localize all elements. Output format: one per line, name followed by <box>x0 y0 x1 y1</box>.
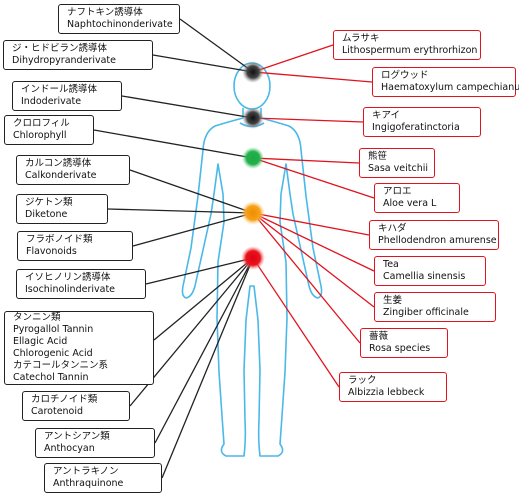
box-label-en: Phellodendron amurense <box>378 235 497 246</box>
box-label-en: Rosa species <box>369 343 431 354</box>
box-label-jp: ジ・ヒドビラン誘導体 <box>12 43 108 55</box>
connector-line-black <box>121 95 254 119</box>
connector-line-red <box>252 212 370 236</box>
left-box-dihydropyran: ジ・ヒドビラン誘導体 Dihydropyranderivate <box>3 40 153 70</box>
box-label-jp: 熊笹 <box>368 151 388 163</box>
box-label-en: Anthraquinone <box>53 478 124 489</box>
box-label-en: Aloe vera L <box>383 198 437 209</box>
box-label-jp: カルコン誘導体 <box>25 158 92 170</box>
left-box-chlorophyll: クロロフィル Chlorophyll <box>4 115 94 145</box>
right-box-aloe: アロエ Aloe vera L <box>374 183 460 213</box>
box-label-jp: ログウッド <box>381 70 429 82</box>
box-label-en: Isochinolinderivate <box>25 284 116 295</box>
box-label-jp: アントシアン類 <box>44 431 110 443</box>
box-label-jp: インドール誘導体 <box>21 84 98 96</box>
box-label-en: Catechol Tannin <box>13 371 89 383</box>
connector-line-black <box>152 54 254 73</box>
left-box-isochinolin: イソヒノリン誘導体 Isochinolinderivate <box>16 269 146 299</box>
connector-line-red <box>252 212 375 308</box>
right-box-kihada: キハダ Phellodendron amurense <box>369 220 499 250</box>
connector-line-red <box>252 117 364 123</box>
box-label-en: Flavonoids <box>26 246 77 257</box>
box-label-en: Tea <box>383 259 399 271</box>
right-box-kiai: キアイ Ingigoferatinctoria <box>363 107 481 137</box>
right-box-kumazasa: 熊笹 Sasa veitchii <box>359 148 435 178</box>
connector-line-black <box>129 169 254 214</box>
connector-line-black <box>145 257 254 285</box>
box-label-jp: ジケトン類 <box>25 197 73 209</box>
body-silhouette <box>181 108 323 457</box>
box-label-jp: イソヒノリン誘導体 <box>25 272 111 284</box>
box-label-en: Naphtochinonderivate <box>67 19 173 30</box>
box-label-jp: ムラサキ <box>342 33 380 45</box>
left-box-anthraquinone: アントラキノン Anthraquinone <box>44 463 162 493</box>
left-box-flavonoids: フラボノイド類 Flavonoids <box>17 231 133 261</box>
left-box-anthocyan: アントシアン類 Anthocyan <box>35 428 155 458</box>
connector-line-black <box>179 18 254 73</box>
box-label-en: Calkonderivate <box>25 170 97 181</box>
box-label-en: Chlorogenic Acid <box>13 348 93 359</box>
connector-line-red <box>252 212 361 344</box>
box-label-en: Dihydropyranderivate <box>12 55 116 66</box>
left-box-naphtochinon: ナフトキン誘導体 Naphtochinonderivate <box>58 4 180 34</box>
connector-line-red <box>252 44 334 73</box>
dot-black-head <box>242 61 264 83</box>
dot-red-lower <box>241 246 265 270</box>
connector-line-black <box>161 257 254 479</box>
left-box-carotenoid: カロチノイド類 Carotenoid <box>22 391 130 421</box>
box-label-en: Pyrogallol Tannin <box>13 324 94 336</box>
box-label-jp: フラボノイド類 <box>26 234 93 246</box>
box-label-en: Albizzia lebbeck <box>348 387 425 398</box>
box-label-jp: カテコールタンニン系 <box>13 359 109 371</box>
box-label-en: Sasa veitchii <box>368 163 428 174</box>
connector-line-black <box>154 257 254 444</box>
right-box-shoga: 生姜 Zingiber officinale <box>374 292 496 322</box>
dot-orange-belly <box>241 201 265 225</box>
box-label-jp: クロロフィル <box>13 118 70 130</box>
box-label-jp: キアイ <box>372 110 401 122</box>
left-box-diketone: ジケトン類 Diketone <box>16 194 108 224</box>
box-label-en: Carotenoid <box>31 406 84 417</box>
right-box-bara: 薔薇 Rosa species <box>360 328 448 358</box>
box-label-jp: アロエ <box>383 186 412 198</box>
right-box-logwood: ログウッド Haematoxylum campechianum <box>372 67 519 97</box>
left-box-indo: インドール誘導体 Indoderivate <box>12 81 122 111</box>
box-label-en: Lithospermum erythrorhizon <box>342 45 478 56</box>
right-box-murasaki: ムラサキ Lithospermum erythrorhizon <box>333 30 481 60</box>
box-label-en: Haematoxylum campechianum <box>381 82 519 93</box>
connector-line-black <box>107 208 254 214</box>
box-label-jp: キハダ <box>378 223 407 235</box>
box-label-en: Camellia sinensis <box>383 271 466 282</box>
right-box-lac: ラック Albizzia lebbeck <box>339 372 447 402</box>
connector-line-red <box>252 257 340 388</box>
connector-line-black <box>132 212 254 247</box>
box-label-jp: カロチノイド類 <box>31 394 98 406</box>
right-box-tea: Tea Camellia sinensis <box>374 256 486 286</box>
box-label-jp: 生姜 <box>383 295 403 307</box>
box-label-jp: タンニン類 <box>13 312 61 324</box>
dot-black-neck <box>242 107 264 129</box>
connector-line-red <box>252 157 360 164</box>
connector-line-black <box>93 129 254 159</box>
box-label-en: Ellagic Acid <box>13 336 68 348</box>
dot-green-chest <box>242 147 264 169</box>
box-label-jp: ラック <box>348 375 377 387</box>
left-box-calkon: カルコン誘導体 Calkonderivate <box>16 155 130 185</box>
box-label-jp: 薔薇 <box>369 331 389 343</box>
box-label-jp: ナフトキン誘導体 <box>67 7 143 19</box>
box-label-en: Indoderivate <box>21 96 82 107</box>
box-label-en: Diketone <box>25 209 68 220</box>
box-label-jp: アントラキノン <box>53 466 119 478</box>
box-label-en: Chlorophyll <box>13 130 67 141</box>
left-box-tannin: タンニン類 Pyrogallol Tannin Ellagic Acid Chl… <box>4 311 154 385</box>
connector-line-red <box>252 157 375 199</box>
box-label-en: Anthocyan <box>44 443 95 454</box>
connector-line-red <box>252 71 373 83</box>
connector-line-red <box>252 212 375 272</box>
box-label-en: Zingiber officinale <box>383 307 469 318</box>
connector-line-black <box>153 257 254 341</box>
box-label-en: Ingigoferatinctoria <box>372 122 460 133</box>
